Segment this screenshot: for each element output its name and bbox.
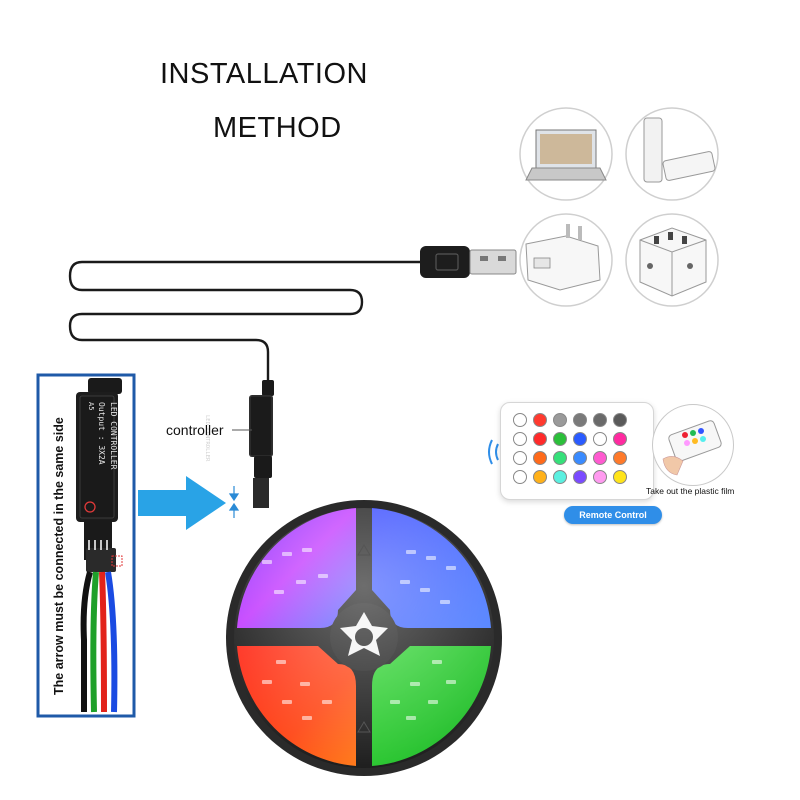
remote-key[interactable] [513,413,527,427]
remote-key[interactable] [613,470,627,484]
remote-key[interactable] [553,451,567,465]
remote-key[interactable] [533,470,547,484]
usb-plug-icon [420,246,517,278]
title-line-2: METHOD [213,112,342,144]
power-bank-icon [625,107,719,201]
remote-key[interactable] [553,432,567,446]
rgb-pin-connector-icon [86,540,123,572]
remote-key[interactable] [513,432,527,446]
remote-hand-icon [662,420,722,476]
remote-control-panel [500,402,654,500]
usb-cable [68,260,424,384]
zoom-chip-line1: LED CONTROLLER [109,402,118,470]
remote-key[interactable] [533,432,547,446]
plastic-film-caption: Take out the plastic film [646,486,735,496]
remote-key[interactable] [593,413,607,427]
remote-key[interactable] [593,470,607,484]
remote-key[interactable] [573,470,587,484]
remote-key[interactable] [533,413,547,427]
remote-key[interactable] [613,432,627,446]
zoom-chip-badge: A5 [87,402,95,411]
remote-control-button[interactable]: Remote Control [564,506,662,524]
remote-key[interactable] [613,451,627,465]
remote-key[interactable] [573,413,587,427]
usb-wall-adapter-icon [519,213,613,307]
controller-zoom-panel [36,373,136,718]
remote-key[interactable] [553,470,567,484]
remote-key[interactable] [573,451,587,465]
alignment-arrows-icon [228,486,240,518]
power-strip-cube-icon [625,213,719,307]
remote-key[interactable] [573,432,587,446]
remote-key[interactable] [613,413,627,427]
remote-key[interactable] [593,432,607,446]
remote-key[interactable] [513,451,527,465]
remote-key[interactable] [533,451,547,465]
remote-key[interactable] [553,413,567,427]
remote-key[interactable] [593,451,607,465]
led-strip-reel [226,500,502,776]
controller-label: controller [166,422,224,438]
plastic-film-photo [652,404,734,486]
title-line-1: INSTALLATION [160,58,368,90]
connection-arrow-icon [138,476,226,530]
remote-key[interactable] [513,470,527,484]
laptop-icon [519,107,613,201]
vertical-note: The arrow must be connected in the same … [52,417,66,695]
zoom-chip-line2: Output : 3X2A [97,402,106,465]
controller-module [232,380,274,508]
